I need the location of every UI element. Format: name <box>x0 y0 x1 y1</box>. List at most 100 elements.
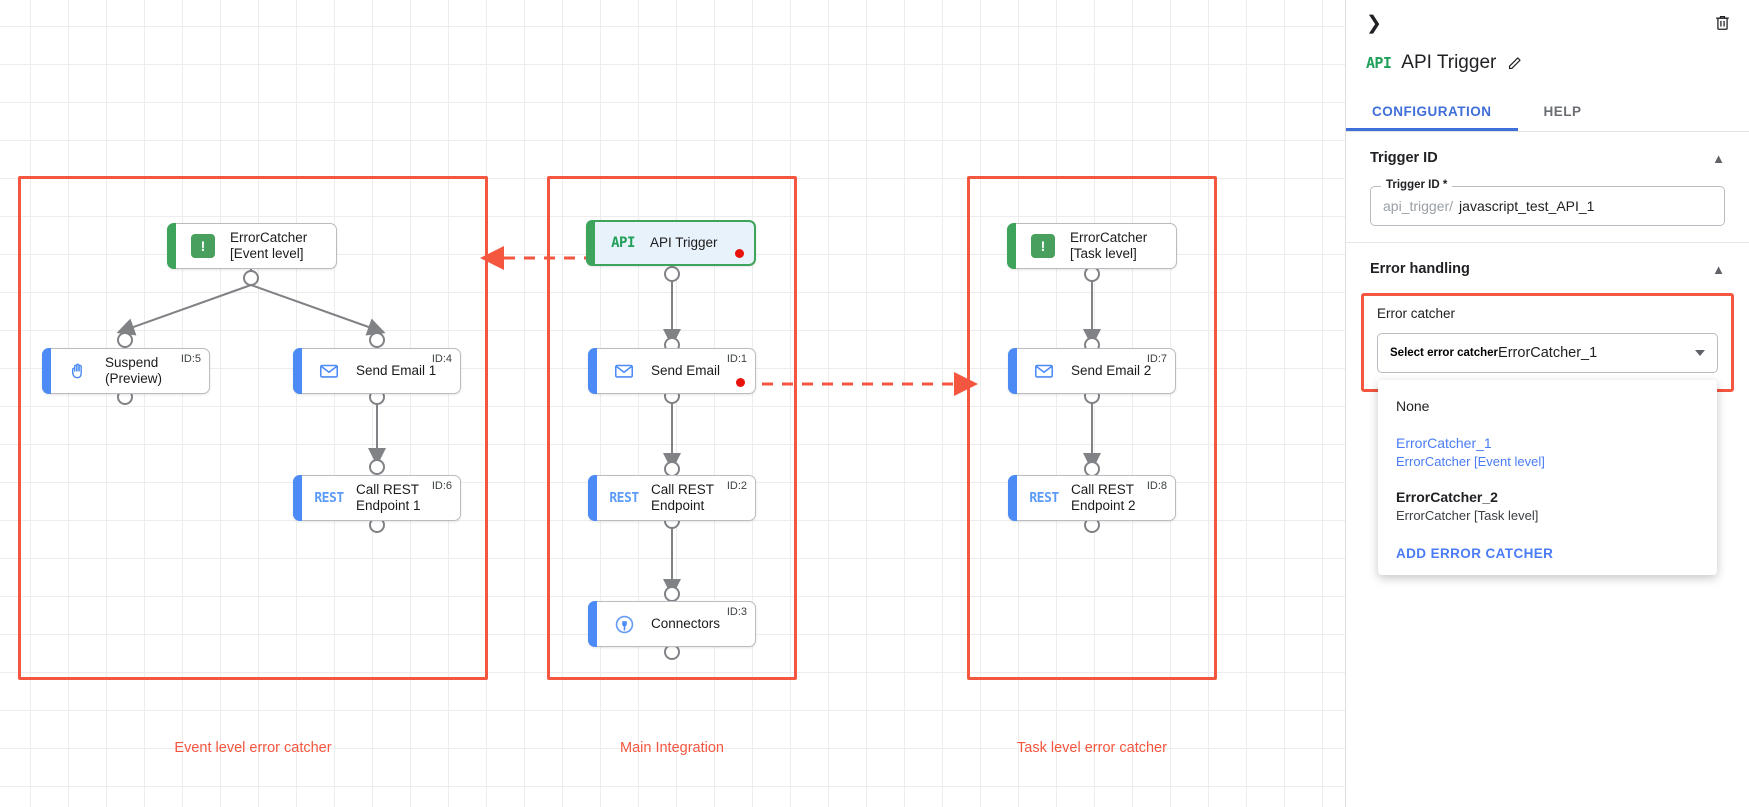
node-suspend[interactable]: Suspend (Preview) ID:5 <box>42 348 210 394</box>
add-error-catcher-button[interactable]: ADD ERROR CATCHER <box>1396 545 1554 561</box>
connector-icon <box>611 611 637 637</box>
group-label-main-integration: Main Integration <box>620 740 724 756</box>
exclamation-icon: ! <box>1030 233 1056 259</box>
group-box-task-level <box>967 176 1217 680</box>
group-label-task-level: Task level error catcher <box>1017 740 1167 756</box>
api-icon: API <box>1366 54 1392 72</box>
error-catcher-label: Error catcher <box>1377 306 1456 321</box>
trigger-id-prefix: api_trigger/ <box>1383 198 1454 214</box>
option-secondary: ErrorCatcher [Task level] <box>1396 508 1539 524</box>
group-label-event-level: Event level error catcher <box>174 740 332 756</box>
trigger-id-field-wrap: Trigger ID * api_trigger/ javascript_tes… <box>1346 178 1749 232</box>
field-label: Select error catcher <box>1390 347 1499 359</box>
panel-toolbar: ❯ <box>1346 0 1749 46</box>
hand-icon <box>65 358 91 384</box>
node-label: ErrorCatcher [Event level] <box>230 230 308 261</box>
trigger-id-input[interactable]: Trigger ID * api_trigger/ javascript_tes… <box>1370 179 1725 226</box>
envelope-icon <box>611 358 637 384</box>
node-send-email-1[interactable]: Send Email 1 ID:4 <box>293 348 461 394</box>
node-accent-bar <box>42 348 51 394</box>
node-accent-bar <box>293 475 302 521</box>
section-title: Trigger ID <box>1370 150 1438 166</box>
trigger-id-value: javascript_test_API_1 <box>1459 198 1595 214</box>
page-title: API Trigger <box>1401 52 1497 73</box>
node-send-email-2[interactable]: Send Email 2 ID:7 <box>1008 348 1176 394</box>
option-primary: None <box>1396 398 1430 414</box>
node-label: Call REST Endpoint <box>651 482 715 513</box>
node-label: Send Email 2 <box>1071 363 1152 379</box>
node-call-rest-endpoint-2[interactable]: REST Call REST Endpoint 2 ID:8 <box>1008 475 1176 521</box>
option-secondary: ErrorCatcher [Event level] <box>1396 453 1545 469</box>
node-label: Connectors <box>651 616 721 632</box>
rest-icon: REST <box>314 490 344 506</box>
node-id: ID:4 <box>431 353 452 365</box>
node-id: ID:2 <box>726 480 747 492</box>
node-accent-bar <box>588 601 597 647</box>
exclamation-icon: ! <box>190 233 216 259</box>
chevron-up-icon[interactable]: ▲ <box>1712 261 1725 277</box>
node-id: ID:6 <box>431 480 452 492</box>
panel-title-row: API API Trigger <box>1346 46 1749 80</box>
node-accent-bar <box>1008 348 1017 394</box>
node-accent-bar <box>588 348 597 394</box>
node-errorcatcher-task-level[interactable]: ! ErrorCatcher [Task level] <box>1007 223 1177 269</box>
group-box-main-integration <box>547 176 797 680</box>
node-call-rest-endpoint[interactable]: REST Call REST Endpoint ID:2 <box>588 475 756 521</box>
node-label: API Trigger <box>650 235 718 251</box>
node-label: Send Email <box>651 363 721 379</box>
node-label: Send Email 1 <box>356 363 437 379</box>
chevron-right-icon[interactable]: ❯ <box>1357 6 1391 40</box>
node-api-trigger[interactable]: API API Trigger <box>586 220 756 266</box>
error-catcher-dropdown[interactable]: None ErrorCatcher_1 ErrorCatcher [Event … <box>1378 380 1717 575</box>
section-title: Error handling <box>1370 261 1470 277</box>
node-id: ID:1 <box>726 353 747 365</box>
option-primary: ErrorCatcher_2 <box>1396 489 1498 506</box>
node-accent-bar <box>588 475 597 521</box>
node-errorcatcher-event-level[interactable]: ! ErrorCatcher [Event level] <box>167 223 337 269</box>
pencil-icon[interactable] <box>1506 55 1523 72</box>
node-connectors[interactable]: Connectors ID:3 <box>588 601 756 647</box>
node-id: ID:7 <box>1146 353 1167 365</box>
node-accent-bar <box>293 348 302 394</box>
envelope-icon <box>1031 358 1057 384</box>
select-error-catcher[interactable]: Select error catcher ErrorCatcher_1 <box>1377 333 1718 373</box>
node-accent-bar <box>167 223 176 269</box>
node-accent-bar <box>586 220 595 266</box>
node-accent-bar <box>1007 223 1016 269</box>
option-primary: ErrorCatcher_1 <box>1396 434 1492 451</box>
trash-icon[interactable] <box>1707 7 1737 37</box>
properties-panel: ❯ API API Trigger CONFIGURATION HELP <box>1345 0 1749 807</box>
tab-configuration[interactable]: CONFIGURATION <box>1346 92 1518 131</box>
node-label: Suspend (Preview) <box>105 355 163 386</box>
node-id: ID:8 <box>1146 480 1167 492</box>
rest-icon: REST <box>609 490 639 506</box>
selected-value: ErrorCatcher_1 <box>1498 345 1598 361</box>
rest-icon: REST <box>1029 490 1059 506</box>
section-divider <box>1346 242 1749 243</box>
node-send-email[interactable]: Send Email ID:1 <box>588 348 756 394</box>
error-indicator-dot <box>735 249 744 258</box>
dropdown-option-errorcatcher-2[interactable]: ErrorCatcher_2 ErrorCatcher [Task level] <box>1378 479 1717 533</box>
chevron-up-icon[interactable]: ▲ <box>1712 150 1725 166</box>
node-label: ErrorCatcher [Task level] <box>1070 230 1148 261</box>
dropdown-option-none[interactable]: None <box>1378 388 1717 425</box>
group-box-event-level <box>18 176 488 680</box>
section-header-error-handling[interactable]: Error handling ▲ <box>1346 243 1749 289</box>
node-call-rest-endpoint-1[interactable]: REST Call REST Endpoint 1 ID:6 <box>293 475 461 521</box>
tab-help[interactable]: HELP <box>1518 92 1608 131</box>
chevron-down-icon[interactable] <box>1695 350 1705 356</box>
node-accent-bar <box>1008 475 1017 521</box>
api-icon: API <box>611 235 635 251</box>
field-label: Trigger ID * <box>1381 179 1453 191</box>
node-id: ID:5 <box>180 353 201 365</box>
panel-tabs: CONFIGURATION HELP <box>1346 92 1749 132</box>
node-id: ID:3 <box>726 606 747 618</box>
node-label: Call REST Endpoint 1 <box>356 482 421 513</box>
envelope-icon <box>316 358 342 384</box>
dropdown-option-errorcatcher-1[interactable]: ErrorCatcher_1 ErrorCatcher [Event level… <box>1378 425 1717 479</box>
workflow-canvas[interactable]: Event level error catcher Main Integrati… <box>0 0 1345 807</box>
node-label: Call REST Endpoint 2 <box>1071 482 1136 513</box>
section-header-trigger-id[interactable]: Trigger ID ▲ <box>1346 132 1749 178</box>
error-catcher-box: Error catcher Select error catcher Error… <box>1361 293 1734 575</box>
